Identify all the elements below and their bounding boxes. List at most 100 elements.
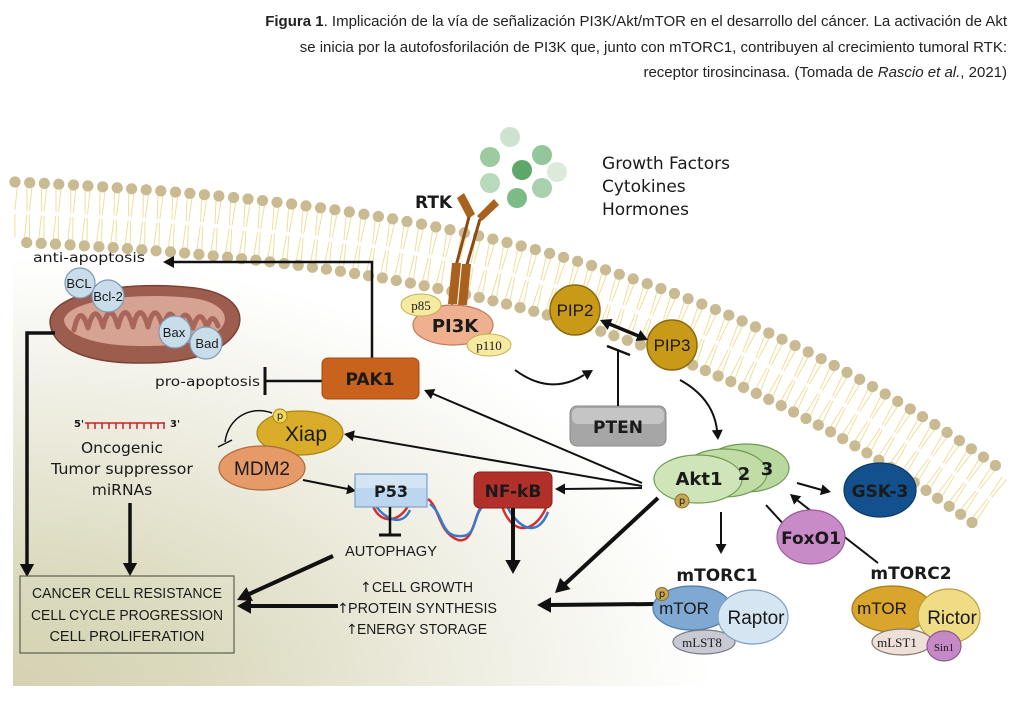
lipid-tail: [785, 381, 796, 403]
bcl-proteins: BCL Bcl-2 Bax Bad: [64, 267, 223, 360]
lipid-tail: [859, 391, 873, 412]
lipid-tail: [540, 257, 547, 281]
lipid-tail: [386, 223, 390, 247]
lipid-head: [140, 184, 152, 196]
lipid-head: [9, 176, 21, 188]
dna-strand-blue: [374, 502, 550, 538]
lipid-head: [21, 237, 33, 249]
lipid-head: [430, 221, 442, 233]
lipid-tail: [757, 338, 770, 360]
ligand-sphere: [500, 127, 520, 147]
lipid-tail: [52, 216, 57, 240]
mirna-5-prime: 5': [74, 419, 84, 430]
lipid-tail: [431, 232, 438, 255]
lipid-head: [528, 305, 540, 317]
lipid-tail: [202, 199, 207, 223]
lipid-head: [824, 426, 837, 438]
lipid-head: [179, 247, 191, 259]
lipid-head: [349, 267, 361, 280]
anti-apoptosis-label: anti-apoptosis: [33, 250, 145, 266]
lipid-tail: [408, 255, 415, 278]
akt-phospho-label: p: [679, 496, 685, 507]
akt-to-xiap-arrow: [351, 435, 643, 487]
lipid-tail: [286, 235, 290, 259]
lipid-tail: [72, 190, 77, 214]
akt-phospho-circle: [674, 493, 690, 509]
mirna-group: 5' 3' Oncogenic Tumor suppressor miRNAs: [50, 419, 194, 499]
lipid-tail: [417, 229, 424, 253]
arrowhead: [555, 483, 565, 495]
lipid-tail: [324, 241, 330, 264]
lipid-head: [608, 330, 620, 342]
lipid-tail: [965, 491, 979, 512]
pi3k-label: PI3K: [432, 316, 479, 337]
lipid-tail: [944, 445, 960, 465]
cell-membrane: [9, 176, 1007, 529]
mtorc1-phospho-label: p: [659, 589, 665, 600]
lipid-tail: [168, 223, 173, 247]
lipid-tail: [139, 221, 144, 245]
lipid-tail: [834, 407, 846, 429]
ligand-sphere: [547, 162, 567, 182]
raptor-label: Raptor: [727, 608, 785, 629]
arrowhead: [122, 563, 138, 576]
lipid-tail: [821, 370, 835, 392]
lipid-head: [415, 218, 428, 230]
p53-box: [354, 473, 428, 508]
lipid-tail: [173, 197, 179, 221]
lipid-head: [932, 492, 944, 504]
lipid-heads: [9, 176, 1002, 529]
lipid-head: [150, 245, 162, 257]
arrowhead: [19, 564, 35, 577]
lipid-tail: [624, 284, 635, 306]
lipid-tail: [188, 198, 193, 222]
outcome-cell-proliferation: CELL PROLIFERATION: [50, 628, 205, 645]
lipid-head: [93, 241, 105, 253]
lipid-tail: [210, 227, 216, 251]
lipid-head: [184, 187, 196, 199]
lipid-tail: [819, 368, 831, 390]
p53-box-highlight: [356, 475, 426, 488]
lipid-tail: [303, 211, 309, 234]
figure-caption: Figura 1. Implicación de la vía de señal…: [27, 9, 1007, 86]
akt-to-growth-arrow: [563, 496, 660, 586]
lipid-head: [904, 403, 916, 415]
lipid-head: [849, 440, 861, 452]
lipid-tail: [110, 219, 115, 243]
lipid-head: [314, 202, 327, 214]
lipid-tail: [440, 261, 446, 285]
lipid-tail: [747, 362, 757, 385]
lipid-head: [97, 181, 109, 193]
lipid-tail: [772, 374, 783, 397]
lipid-head: [432, 282, 444, 295]
lipid-tail: [649, 292, 658, 315]
lipid-head: [815, 353, 827, 365]
lipid-tail: [703, 313, 712, 336]
lipid-tail: [509, 277, 516, 300]
rtk-label: RTK: [415, 193, 453, 213]
gsk3-node: GSK-3: [843, 462, 917, 518]
lipid-tail: [537, 284, 543, 308]
p110-subunit: [466, 333, 512, 357]
lipid-head: [920, 484, 932, 496]
lipid-tail: [58, 189, 62, 213]
outcome-cell-cycle-progression: CELL CYCLE PROGRESSION: [31, 607, 223, 624]
mirna-label-tumor-suppressor: Tumor suppressor: [50, 460, 194, 478]
akt2-label: 2: [738, 464, 751, 485]
lipid-head: [586, 259, 598, 272]
lipid-tail: [930, 467, 944, 488]
lipid-tail: [67, 216, 71, 240]
lipid-head: [544, 247, 556, 259]
lipid-tail: [414, 228, 419, 252]
lipid-tail: [768, 373, 781, 395]
rtk-receptor: [448, 193, 499, 317]
autophagy-to-outcomes-arrow: [246, 554, 334, 597]
lipid-tail: [24, 214, 28, 238]
lipid-head: [749, 321, 762, 333]
bax-bubble: [158, 315, 192, 349]
bad-label: Bad: [195, 336, 218, 351]
p53-node: P53: [354, 473, 428, 508]
lipid-tail: [949, 482, 965, 502]
lipid-tail: [689, 307, 699, 330]
lipid-head: [193, 248, 205, 260]
